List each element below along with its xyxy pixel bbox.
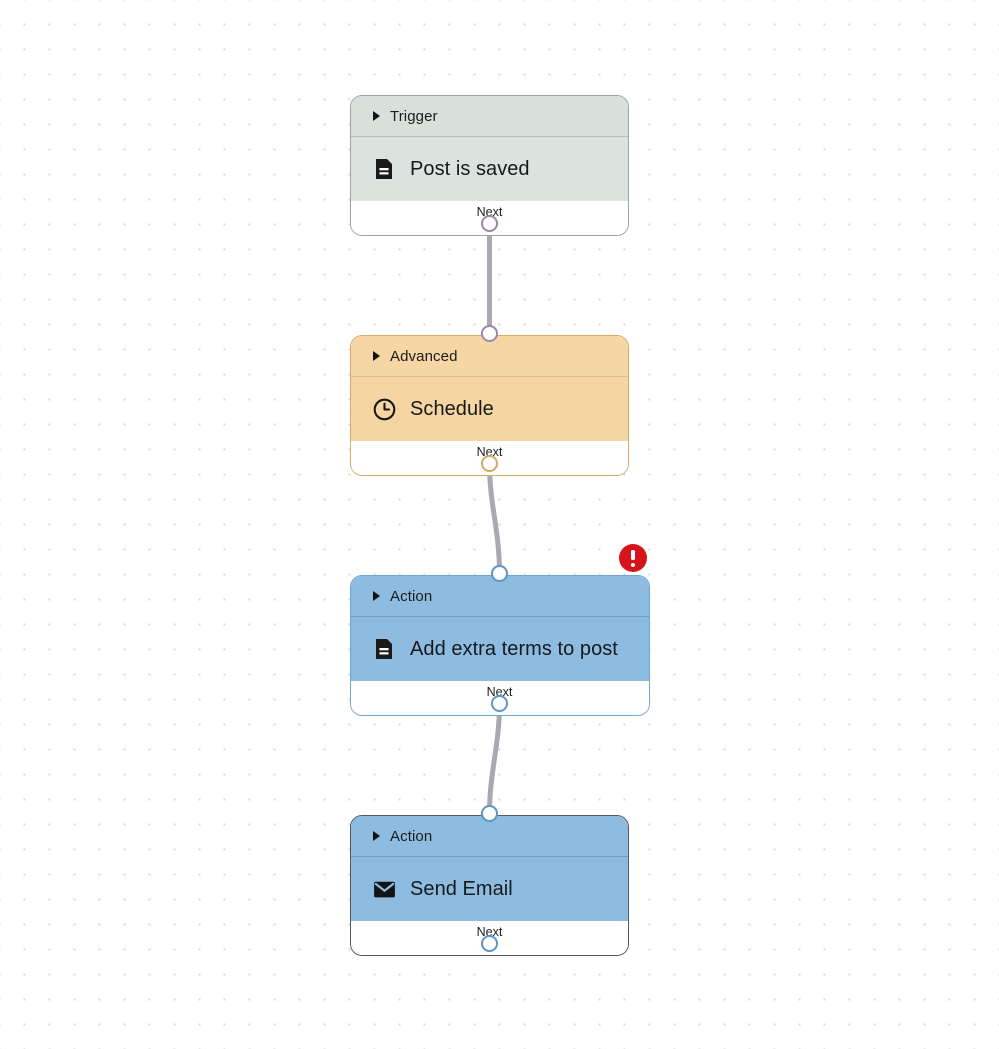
- node-action-send-email[interactable]: Action Send Email Next: [350, 815, 629, 956]
- action-terms-input-port[interactable]: [491, 565, 508, 582]
- node-title: Schedule: [410, 397, 494, 420]
- document-icon: [371, 636, 397, 662]
- node-trigger-post-is-saved[interactable]: Trigger Post is saved Next: [350, 95, 629, 236]
- envelope-icon: [371, 876, 397, 902]
- node-title: Add extra terms to post: [410, 637, 618, 660]
- chevron-right-icon[interactable]: [373, 591, 380, 601]
- chevron-right-icon[interactable]: [373, 351, 380, 361]
- action-terms-output-port[interactable]: [491, 695, 508, 712]
- error-exclamation-icon[interactable]: [619, 544, 647, 572]
- chevron-right-icon[interactable]: [373, 831, 380, 841]
- trigger-output-port[interactable]: [481, 215, 498, 232]
- node-body-action[interactable]: Add extra terms to post: [351, 617, 649, 681]
- node-body-action[interactable]: Send Email: [351, 857, 628, 921]
- node-header-trigger[interactable]: Trigger: [351, 96, 628, 137]
- next-label: Next: [476, 925, 503, 939]
- advanced-output-port[interactable]: [481, 455, 498, 472]
- clock-icon: [371, 396, 397, 422]
- exclamation-glyph: [631, 549, 635, 567]
- node-category-label: Action: [390, 827, 433, 845]
- next-label: Next: [476, 205, 503, 219]
- node-advanced-schedule[interactable]: Advanced Schedule Next: [350, 335, 629, 476]
- node-header-action[interactable]: Action: [351, 576, 649, 617]
- next-label: Next: [486, 685, 513, 699]
- chevron-right-icon[interactable]: [373, 111, 380, 121]
- action-email-input-port[interactable]: [481, 805, 498, 822]
- document-icon: [371, 156, 397, 182]
- advanced-input-port[interactable]: [481, 325, 498, 342]
- node-header-advanced[interactable]: Advanced: [351, 336, 628, 377]
- node-header-action[interactable]: Action: [351, 816, 628, 857]
- node-body-trigger[interactable]: Post is saved: [351, 137, 628, 201]
- next-label: Next: [476, 445, 503, 459]
- node-category-label: Action: [390, 587, 433, 605]
- edge-advanced-to-action-terms: [487, 461, 502, 576]
- edge-action-terms-to-send-email: [487, 701, 502, 816]
- node-category-label: Advanced: [390, 347, 458, 365]
- node-body-advanced[interactable]: Schedule: [351, 377, 628, 441]
- node-category-label: Trigger: [390, 107, 438, 125]
- action-email-output-port[interactable]: [481, 935, 498, 952]
- node-title: Post is saved: [410, 157, 530, 180]
- node-title: Send Email: [410, 877, 513, 900]
